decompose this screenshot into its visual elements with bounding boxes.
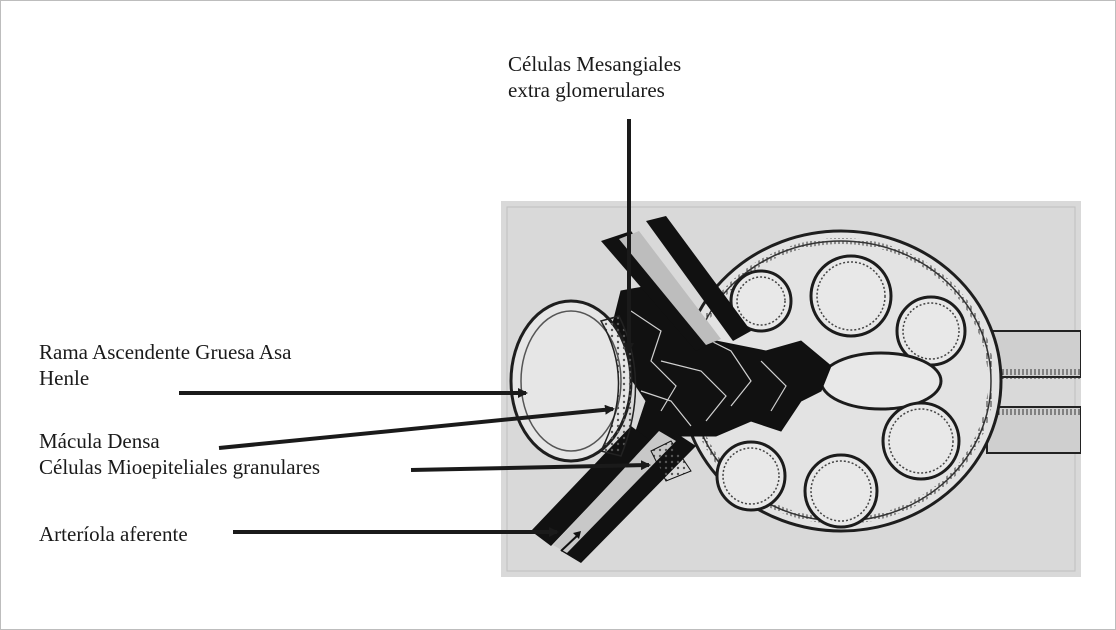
label-celulas-mesangiales-line1: Células Mesangiales bbox=[508, 51, 681, 77]
label-macula-densa-line1: Mácula Densa bbox=[39, 428, 320, 454]
label-macula-densa-line2: Células Mioepiteliales granulares bbox=[39, 454, 320, 480]
label-rama-ascendente-line2: Henle bbox=[39, 365, 292, 391]
label-rama-ascendente-line1: Rama Ascendente Gruesa Asa bbox=[39, 339, 292, 365]
juxtaglomerular-illustration bbox=[501, 201, 1081, 577]
label-rama-ascendente: Rama Ascendente Gruesa Asa Henle bbox=[39, 339, 292, 391]
label-arteriola-aferente: Arteríola aferente bbox=[39, 521, 188, 547]
label-celulas-mesangiales-line2: extra glomerulares bbox=[508, 77, 681, 103]
glomerulus-drawing bbox=[501, 201, 1081, 577]
label-macula-densa: Mácula Densa Células Mioepiteliales gran… bbox=[39, 428, 320, 480]
label-celulas-mesangiales: Células Mesangiales extra glomerulares bbox=[508, 51, 681, 103]
